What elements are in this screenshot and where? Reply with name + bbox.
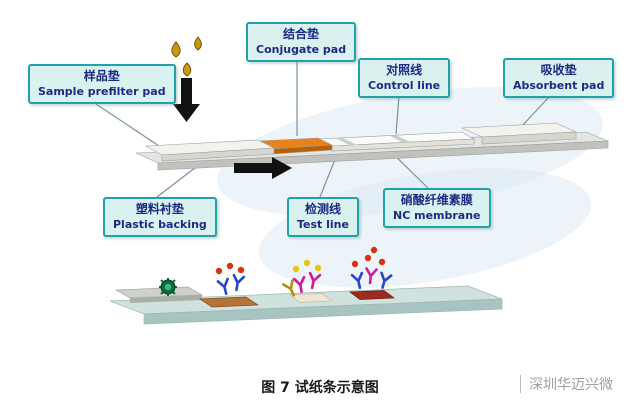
label-conjugate-pad-zh: 结合垫	[283, 27, 320, 41]
callout-nc-membrane: 硝酸纤维素膜 NC membrane	[383, 188, 491, 228]
reaction-illustration	[109, 246, 503, 325]
colloid-particle-icon	[237, 266, 245, 274]
colloid-particle-icon	[364, 254, 372, 262]
antibody-icon	[230, 273, 246, 293]
watermark-divider	[520, 375, 521, 393]
absorbent-pad-front	[481, 131, 577, 145]
conjugate-release-pad	[198, 296, 260, 308]
apply-sample-arrow-icon	[173, 78, 200, 122]
label-nc-membrane-zh: 硝酸纤维素膜	[400, 193, 473, 207]
label-plastic-backing-en: Plastic backing	[113, 217, 207, 231]
board-front	[143, 298, 503, 325]
callout-absorbent-pad: 吸收垫 Absorbent pad	[503, 58, 615, 98]
label-absorbent-pad-en: Absorbent pad	[513, 78, 605, 92]
figure-caption: 图 7 试纸条示意图	[261, 380, 379, 396]
colloid-particle-icon	[226, 262, 234, 270]
connector-line	[519, 95, 551, 129]
callout-control-line: 对照线 Control line	[358, 58, 451, 98]
label-control-line-zh: 对照线	[386, 63, 423, 77]
test-band	[289, 293, 333, 303]
test-strip	[135, 122, 609, 171]
control-band	[349, 290, 395, 300]
watermark-text: 深圳华迈兴微	[529, 377, 613, 393]
watermark: 深圳华迈兴微	[520, 374, 613, 394]
connector-line	[95, 103, 163, 149]
label-test-line-en: Test line	[297, 217, 349, 231]
connector-line	[395, 95, 400, 135]
label-nc-membrane-en: NC membrane	[393, 208, 481, 222]
colloid-particle-icon	[303, 259, 311, 267]
callout-sample-pad: 样品垫 Sample prefilter pad	[28, 64, 176, 104]
droplet-icon	[171, 41, 181, 58]
callout-conjugate-pad: 结合垫 Conjugate pad	[246, 22, 357, 62]
label-control-line-en: Control line	[368, 78, 441, 92]
label-test-line-zh: 检测线	[304, 202, 341, 216]
label-plastic-backing-zh: 塑料衬垫	[135, 202, 184, 216]
label-sample-pad-en: Sample prefilter pad	[38, 84, 166, 98]
antigen-icon	[159, 278, 177, 296]
label-sample-pad-zh: 样品垫	[83, 69, 120, 83]
flow-direction-arrow-icon	[234, 157, 292, 179]
label-absorbent-pad-zh: 吸收垫	[540, 63, 577, 77]
sample-droplets-icon	[171, 36, 202, 77]
control-line-mark	[390, 135, 411, 143]
colloid-particle-icon	[215, 267, 223, 275]
plastic-backing-front	[157, 140, 609, 171]
label-conjugate-pad-en: Conjugate pad	[256, 42, 347, 56]
callout-test-line: 检测线 Test line	[287, 197, 359, 237]
sample-pad-front	[161, 147, 275, 162]
connector-line	[156, 163, 201, 198]
droplet-icon	[182, 62, 192, 77]
colloid-particle-icon	[292, 265, 300, 273]
callout-plastic-backing: 塑料衬垫 Plastic backing	[103, 197, 217, 237]
colloid-particle-icon	[351, 260, 359, 268]
antibody-icon	[216, 277, 233, 297]
colloid-particle-icon	[378, 258, 386, 266]
gray-pad-front	[130, 295, 202, 303]
colloid-particle-icon	[314, 264, 322, 272]
droplet-icon	[194, 36, 202, 51]
test-line-mark	[336, 138, 357, 146]
background-ellipses	[217, 87, 603, 288]
colloid-particle-icon	[370, 246, 378, 254]
